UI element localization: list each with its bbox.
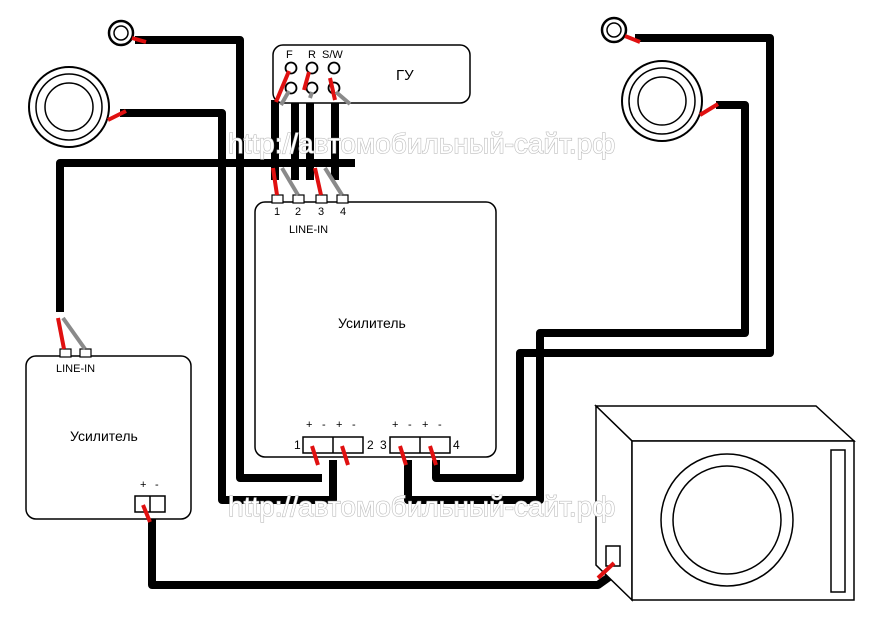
rca-socket-r-2 xyxy=(305,81,319,95)
rca-plug-grey-3 xyxy=(334,90,352,106)
out-channel-label-2: 2 xyxy=(367,438,374,452)
out-polarity-1-plus: + xyxy=(306,419,312,431)
speaker-right xyxy=(621,60,720,142)
out-polarity-3-minus: - xyxy=(408,419,412,431)
head-unit-label: ГУ xyxy=(396,67,414,84)
speaker-right-cone xyxy=(637,76,687,126)
sub-line-in-grey xyxy=(61,316,87,351)
line-in-grey-2 xyxy=(280,166,300,197)
tweeter-left xyxy=(107,19,147,47)
head-unit-body xyxy=(272,44,471,104)
watermark-bottom: http://автомобильный-сайт.рф xyxy=(228,491,615,522)
line-in-red-1 xyxy=(271,167,279,196)
line-in-pin-label-1: 1 xyxy=(274,206,280,218)
port-label-r: R xyxy=(308,49,316,61)
speaker-left-red xyxy=(107,109,127,122)
out-polarity-4-plus: + xyxy=(422,419,428,431)
wires xyxy=(56,34,774,589)
line-in-label: LINE-IN xyxy=(289,224,328,236)
rca-socket-r-1 xyxy=(305,61,319,75)
wire-line-in-left xyxy=(56,159,355,312)
head-unit: ГУ F R S/W xyxy=(272,44,471,106)
line-in-pin-label-2: 2 xyxy=(295,206,301,218)
subwoofer-red xyxy=(596,561,616,580)
sub-line-in-pin-1-box xyxy=(59,348,72,358)
out-red-4 xyxy=(428,445,438,466)
out-channel-label-1: 1 xyxy=(294,438,301,452)
subwoofer-port xyxy=(830,449,846,593)
tweeter-right-red xyxy=(624,34,641,44)
out-channel-label-3: 3 xyxy=(380,438,387,452)
wire-tweeter-right xyxy=(432,34,774,482)
wire-speaker-right xyxy=(404,101,749,504)
wire-speaker-left xyxy=(120,109,337,504)
sub-polarity-minus: - xyxy=(155,479,159,491)
rca-plug-red-2 xyxy=(302,71,311,91)
line-in-pin-1-box xyxy=(271,194,284,204)
rca-plug-red-1 xyxy=(274,70,291,103)
amplifier-sub-label: Усилитель xyxy=(70,428,138,444)
line-in-pin-2-box xyxy=(292,194,305,204)
sub-line-in-red xyxy=(56,317,66,350)
amplifier-main-label: Усилитель xyxy=(338,315,406,331)
out-polarity-3-plus: + xyxy=(392,419,398,431)
out-red-3 xyxy=(398,445,408,466)
sub-line-in-pin-2-box xyxy=(79,348,92,358)
rca-plug-grey-1 xyxy=(279,90,291,106)
speaker-left-cone xyxy=(44,82,94,132)
speaker-right-red xyxy=(698,102,720,117)
rca-plug-grey-2 xyxy=(308,91,314,99)
watermark-top: http://автомобильный-сайт.рф xyxy=(228,128,615,159)
amplifier-sub: Усилитель LINE-IN + - xyxy=(25,316,192,523)
out-polarity-4-minus: - xyxy=(438,419,442,431)
speaker-left xyxy=(28,66,127,148)
rca-socket-sw-1 xyxy=(327,61,341,75)
sub-line-in-label: LINE-IN xyxy=(56,363,95,375)
rca-plug-red-3 xyxy=(328,77,337,101)
tweeter-left-red xyxy=(131,36,147,44)
out-red-1 xyxy=(310,445,320,466)
line-in-grey-4 xyxy=(323,166,344,197)
out-channel-label-4: 4 xyxy=(453,438,460,452)
tweeter-right xyxy=(600,16,641,44)
line-in-red-3 xyxy=(313,167,323,196)
line-in-pin-label-4: 4 xyxy=(340,206,346,218)
port-label-sw: S/W xyxy=(322,49,343,61)
amplifier-main-body xyxy=(254,201,497,458)
subwoofer xyxy=(594,404,856,602)
sub-out-red xyxy=(141,504,152,523)
out-polarity-1-minus: - xyxy=(322,419,326,431)
wire-tweeter-left xyxy=(135,36,322,482)
tweeter-left-inner xyxy=(113,25,129,41)
line-in-pin-4-box xyxy=(336,194,349,204)
sub-polarity-plus: + xyxy=(140,479,146,491)
wire-sub-output xyxy=(148,512,615,589)
out-polarity-2-minus: - xyxy=(352,419,356,431)
tweeter-right-inner xyxy=(606,22,622,38)
port-label-f: F xyxy=(286,49,293,61)
amplifier-main: Усилитель 1 2 3 4 LINE-IN + - + - + - + … xyxy=(254,166,497,466)
subwoofer-box-top xyxy=(594,405,856,442)
line-in-pin-3-box xyxy=(315,194,328,204)
line-in-pin-label-3: 3 xyxy=(318,206,324,218)
out-polarity-2-plus: + xyxy=(336,419,342,431)
out-red-2 xyxy=(340,445,350,466)
subwoofer-driver-inner xyxy=(672,465,782,575)
amplifier-sub-body xyxy=(25,355,192,520)
